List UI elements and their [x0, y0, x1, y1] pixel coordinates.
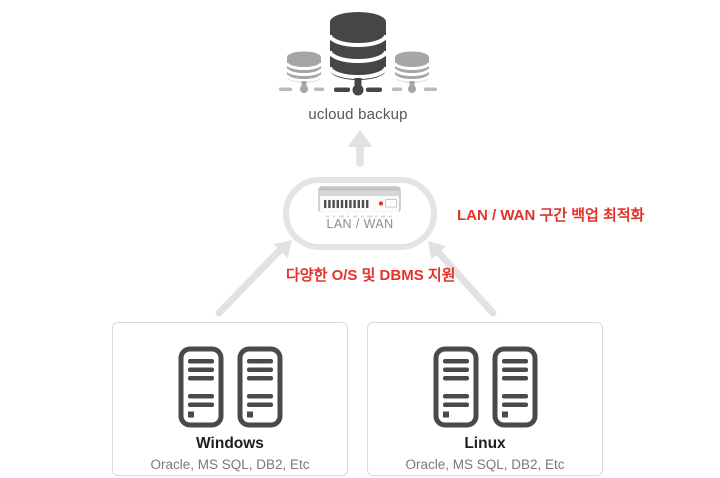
- network-switch-icon: [318, 186, 401, 218]
- database-icon-small-left: [279, 51, 324, 93]
- server-group-title: Linux: [464, 435, 506, 452]
- server-icons-row: [433, 346, 538, 428]
- lan-wan-label: LAN / WAN: [326, 217, 394, 231]
- arrow-up-icon: [347, 130, 373, 167]
- server-icon: [433, 346, 478, 428]
- database-icon-small-right: [392, 51, 437, 93]
- database-icon-large: [328, 12, 388, 96]
- switch-led: [378, 201, 384, 206]
- lan-wan-hub: LAN / WAN: [283, 177, 437, 250]
- server-icons-row: [178, 346, 283, 428]
- arrow-diagonal-right-icon: [428, 241, 497, 317]
- server-group-linux: Linux Oracle, MS SQL, DB2, Etc: [367, 322, 603, 476]
- ucloud-backup-label: ucloud backup: [308, 106, 408, 123]
- server-icon: [178, 346, 223, 428]
- switch-feet: [326, 215, 392, 218]
- server-group-subtitle: Oracle, MS SQL, DB2, Etc: [150, 456, 310, 472]
- server-group-windows: Windows Oracle, MS SQL, DB2, Etc: [112, 322, 348, 476]
- server-icon: [237, 346, 282, 428]
- arrow-diagonal-left-icon: [215, 240, 292, 317]
- note-wan-optimization: LAN / WAN 구간 백업 최적화: [457, 207, 645, 224]
- server-icon: [492, 346, 537, 428]
- database-cluster-icon: [279, 12, 437, 96]
- server-group-subtitle: Oracle, MS SQL, DB2, Etc: [405, 456, 565, 472]
- server-group-title: Windows: [196, 435, 264, 452]
- switch-ports: [324, 200, 369, 208]
- note-os-dbms-support: 다양한 O/S 및 DBMS 지원: [286, 267, 456, 284]
